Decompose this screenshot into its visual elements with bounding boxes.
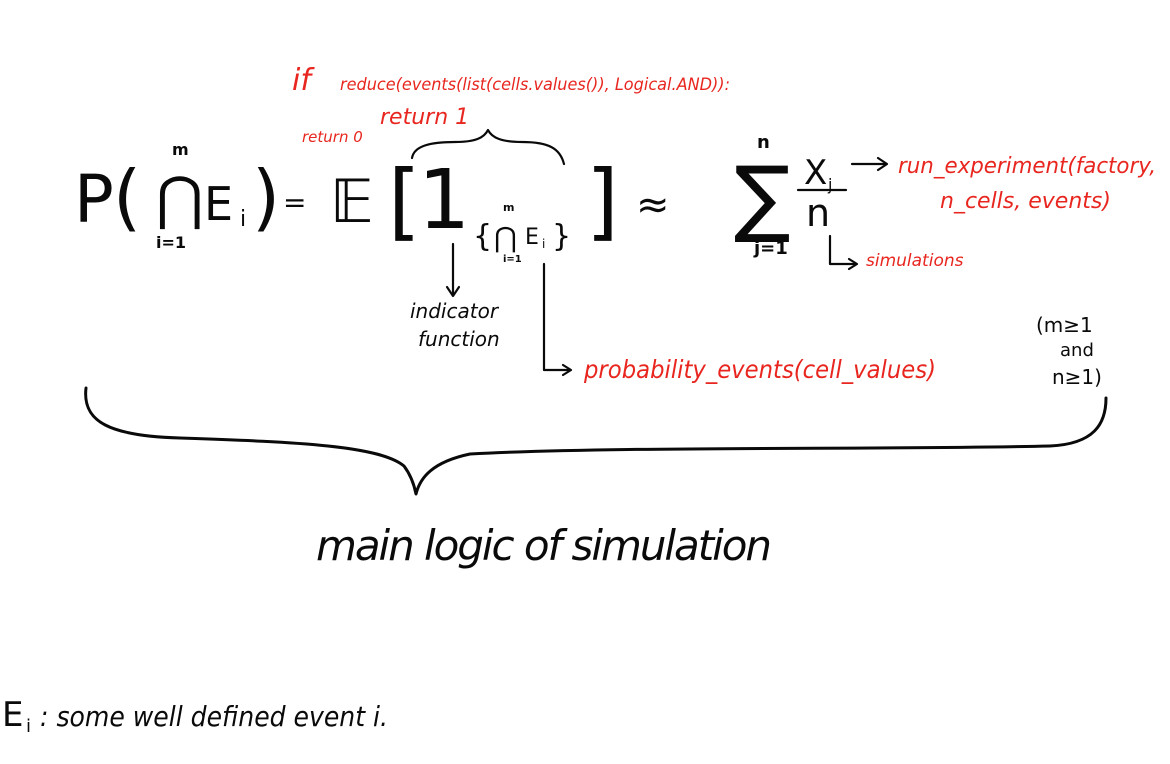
- arrow-to-simulations: [828, 234, 858, 266]
- indicator-one: 1: [418, 153, 470, 248]
- simulations-label: simulations: [866, 251, 964, 271]
- footnote-E-subscript: i: [26, 716, 31, 737]
- formula-open-paren: (: [113, 155, 141, 239]
- code-if: if: [292, 63, 315, 98]
- fraction-numerator-X: X: [804, 153, 827, 193]
- formula-E: E: [204, 177, 233, 231]
- intersection-symbol: ⋂: [156, 164, 204, 232]
- intersection-upper-limit: m: [172, 140, 189, 159]
- formula-close-paren: ): [252, 155, 280, 239]
- formula-approx: ≈: [636, 182, 670, 228]
- footnote-text: : some well defined event i.: [40, 700, 388, 733]
- condition-line2: and: [1060, 340, 1094, 361]
- arrow-to-probability-events: [542, 262, 572, 372]
- sum-upper-limit: n: [757, 132, 770, 153]
- indicator-label-line2: function: [418, 327, 500, 351]
- subscript-intersection-upper: m: [503, 201, 514, 214]
- fraction-numerator-subscript: j: [827, 175, 832, 194]
- formula-equals: =: [283, 186, 306, 219]
- intersection-lower-limit: i=1: [156, 233, 186, 252]
- subscript-E-subscript: i: [542, 237, 545, 251]
- fraction-denominator: n: [806, 191, 830, 235]
- footnote-E: E: [2, 695, 23, 735]
- run-experiment-line1: run_experiment(factory,: [898, 154, 1156, 179]
- condition-line3: n≥1): [1052, 365, 1102, 389]
- formula-close-bracket: ]: [586, 152, 619, 250]
- main-brace: [84, 386, 1108, 496]
- probability-events-label: probability_events(cell_values): [583, 355, 936, 384]
- main-logic-label: main logic of simulation: [316, 521, 772, 570]
- code-return-zero: return 0: [302, 128, 363, 146]
- indicator-subscript-close-brace: }: [552, 219, 571, 254]
- run-experiment-line2: n_cells, events): [940, 189, 1111, 214]
- formula-p: P: [74, 161, 114, 238]
- arrow-to-run-experiment-head: [876, 156, 889, 172]
- code-reduce-line: reduce(events(list(cells.values()), Logi…: [340, 75, 730, 95]
- subscript-intersection-symbol: ⋂: [494, 221, 517, 254]
- formula-open-bracket: [: [388, 152, 421, 250]
- sum-lower-limit: j=1: [753, 238, 788, 259]
- expectation-symbol: 𝔼: [330, 167, 374, 237]
- indicator-subscript-open-brace: {: [473, 219, 492, 254]
- condition-line1: (m≥1: [1036, 313, 1093, 337]
- code-return-one: return 1: [380, 105, 469, 130]
- subscript-intersection-lower: i=1: [503, 254, 522, 265]
- arrow-to-indicator-label-head: [445, 285, 461, 298]
- arrow-to-simulations-head: [847, 257, 859, 271]
- formula-E-subscript: i: [240, 207, 246, 232]
- indicator-label-line1: indicator: [410, 299, 500, 323]
- arrow-to-probability-events-head: [561, 363, 573, 377]
- subscript-E: E: [525, 225, 539, 250]
- sum-symbol: ∑: [734, 148, 791, 246]
- indicator-brace: [410, 128, 566, 166]
